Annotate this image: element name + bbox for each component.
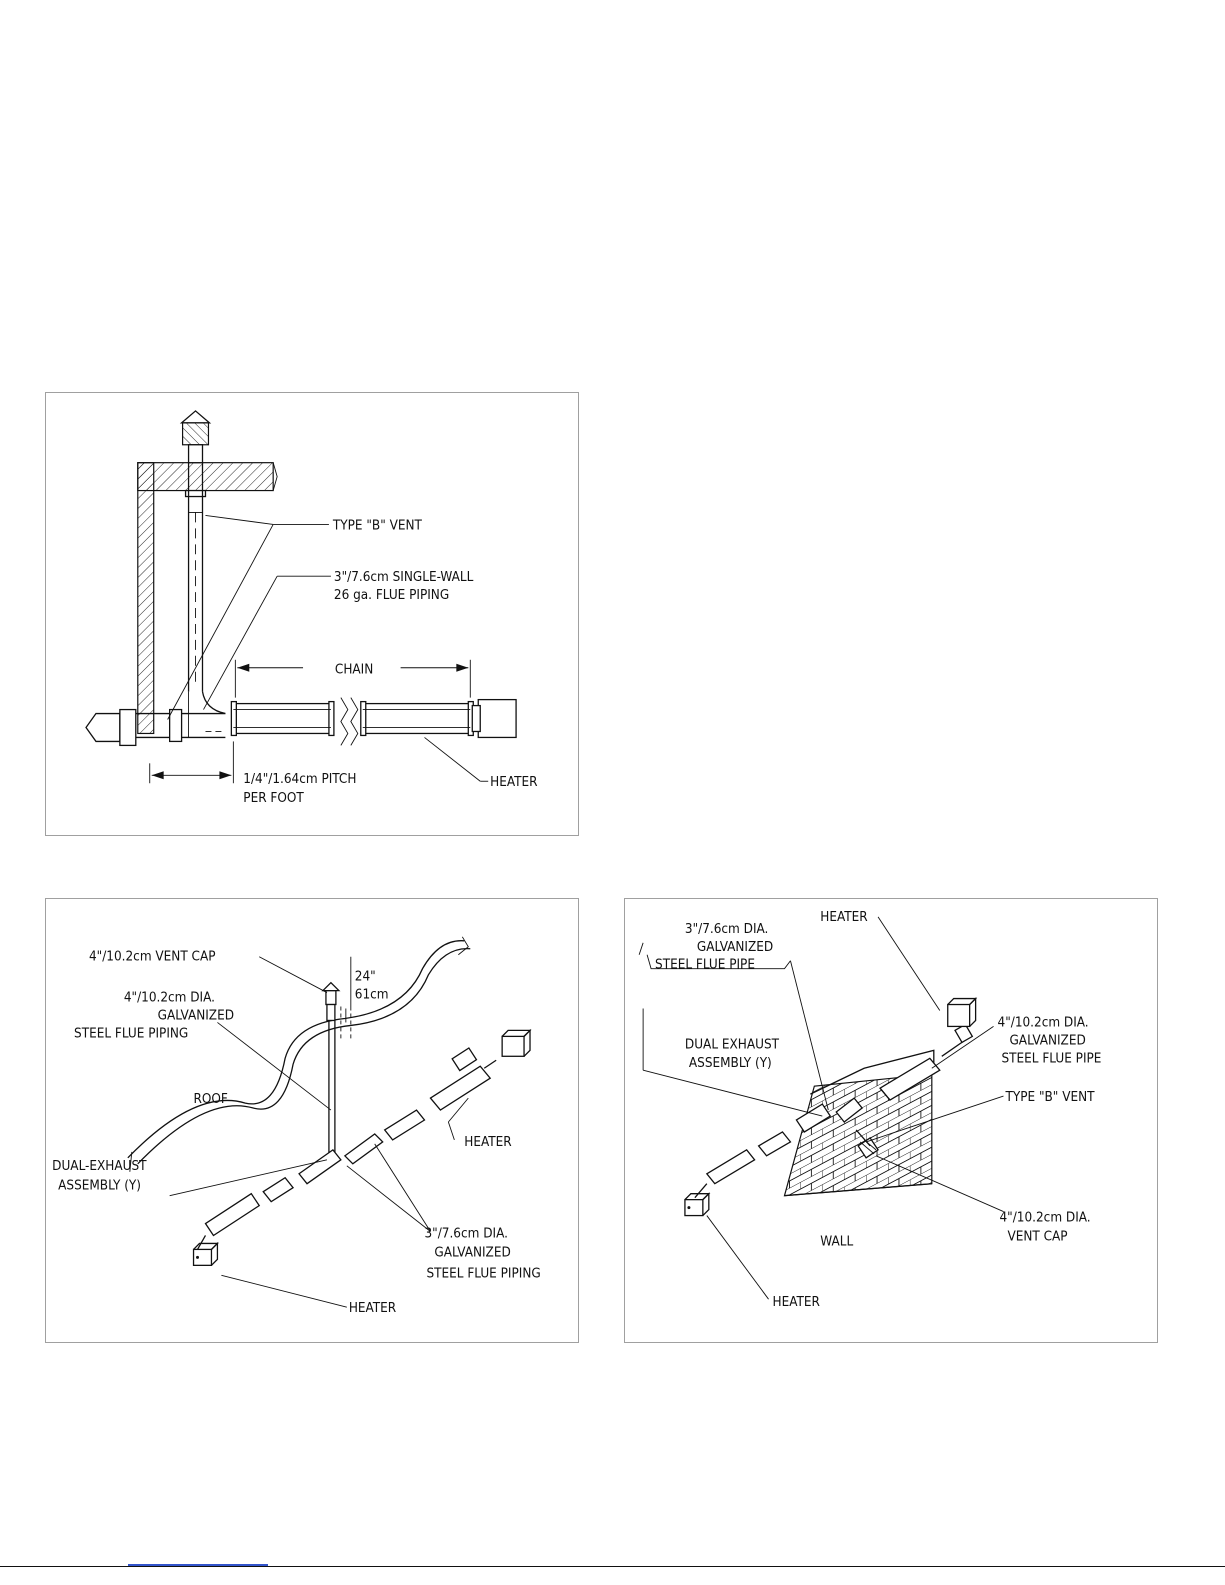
label-dual-2: ASSEMBLY (Y) (689, 1056, 772, 1071)
label-dim-61: 61cm (355, 988, 389, 1003)
label-flue-4-1: 4"/10.2cm DIA. (124, 991, 215, 1006)
label-chain: CHAIN (335, 663, 373, 678)
label-flue-3-3: STEEL FLUE PIPING (426, 1266, 540, 1281)
label-flue-4-3: STEEL FLUE PIPING (74, 1026, 188, 1041)
vent-cap (855, 1129, 879, 1159)
label-flue-3-3: STEEL FLUE PIPE (655, 958, 755, 973)
label-flue-3-1: 3"/7.6cm DIA. (685, 922, 768, 937)
label-dual-1: DUAL EXHAUST (685, 1037, 780, 1052)
roof (127, 936, 471, 1172)
heater-run-upper (835, 996, 978, 1123)
figure-b-drawing: 4"/10.2cm VENT CAP 24" 61cm 4"/10.2cm DI… (52, 936, 541, 1316)
figure-horizontal-venting: TYPE "B" VENT 3"/7.6cm SINGLE-WALL 26 ga… (45, 392, 579, 836)
label-flue-3-1: 3"/7.6cm DIA. (424, 1226, 507, 1241)
heater-tube (230, 697, 517, 746)
label-flue-4-2: GALVANIZED (158, 1008, 234, 1023)
label-dual-1: DUAL-EXHAUST (52, 1159, 147, 1174)
horizontal-flue (85, 691, 226, 747)
leader-lines (167, 515, 489, 782)
label-dim-24: 24" (355, 970, 376, 985)
label-type-b-vent: TYPE "B" VENT (332, 518, 423, 533)
label-vent-cap: 4"/10.2cm VENT CAP (89, 950, 216, 965)
label-heater-top: HEATER (820, 910, 868, 925)
label-pitch-2: PER FOOT (243, 791, 304, 806)
label-wall: WALL (820, 1234, 853, 1249)
vent-cap-and-riser (321, 981, 352, 1158)
label-flue-3-2: GALVANIZED (434, 1245, 510, 1260)
figure-a-drawing: TYPE "B" VENT 3"/7.6cm SINGLE-WALL 26 ga… (85, 410, 538, 806)
figure-roof-venting: 4"/10.2cm VENT CAP 24" 61cm 4"/10.2cm DI… (45, 898, 579, 1343)
dimension-lines (149, 659, 471, 784)
label-flue-piping-2: 26 ga. FLUE PIPING (334, 588, 449, 603)
ceiling-and-wall (137, 462, 278, 735)
heater-run-lower (192, 1148, 342, 1266)
vent-cap (179, 410, 212, 498)
label-flue-piping-1: 3"/7.6cm SINGLE-WALL (334, 570, 474, 585)
heater-run-lower (684, 1103, 832, 1217)
label-vent-cap-1: 4"/10.2cm DIA. (1000, 1211, 1091, 1226)
label-heater-bottom: HEATER (349, 1301, 397, 1316)
label-dual-2: ASSEMBLY (Y) (58, 1179, 141, 1194)
figure-wall-venting: HEATER 3"/7.6cm DIA. GALVANIZED STEEL FL… (624, 898, 1158, 1343)
label-flue-4-1: 4"/10.2cm DIA. (998, 1015, 1089, 1030)
figure-c-drawing: HEATER 3"/7.6cm DIA. GALVANIZED STEEL FL… (638, 910, 1102, 1310)
label-type-b-vent: TYPE "B" VENT (1004, 1090, 1095, 1105)
footer-link-underline[interactable] (128, 1564, 268, 1566)
label-heater-top: HEATER (464, 1135, 512, 1150)
label-pitch-1: 1/4"/1.64cm PITCH (243, 772, 356, 787)
label-vent-cap-2: VENT CAP (1007, 1229, 1067, 1244)
leader-lines (169, 956, 469, 1308)
label-flue-4-3: STEEL FLUE PIPE (1002, 1051, 1102, 1066)
label-heater: HEATER (490, 775, 538, 790)
footer-rule (0, 1566, 1225, 1567)
label-roof: ROOF (194, 1092, 228, 1107)
label-flue-3-2: GALVANIZED (697, 940, 773, 955)
leader-lines (638, 916, 1004, 1300)
label-heater-bottom: HEATER (773, 1295, 821, 1310)
type-b-vent-pipe (187, 462, 204, 692)
label-flue-4-2: GALVANIZED (1009, 1033, 1085, 1048)
heater-run-upper (343, 1028, 532, 1165)
